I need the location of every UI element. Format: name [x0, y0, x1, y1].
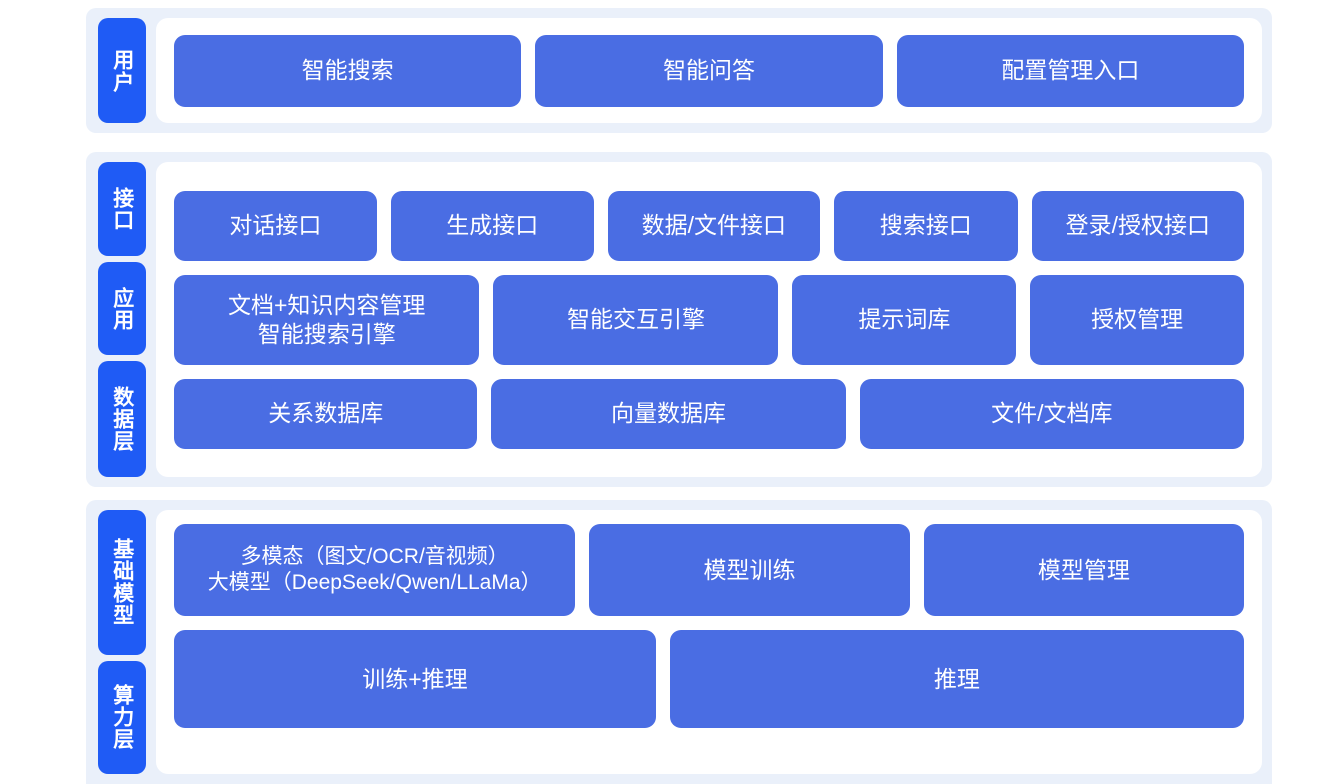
panel-platform: 对话接口 生成接口 数据/文件接口 搜索接口 登录/授权接口 文档+知识内容管理… [156, 162, 1262, 477]
box-relational-database[interactable]: 关系数据库 [174, 378, 478, 449]
box-login-auth-api[interactable]: 登录/授权接口 [1031, 190, 1244, 261]
tab-column-infrastructure: 基础模型 算力层 [98, 510, 146, 774]
box-data-file-api[interactable]: 数据/文件接口 [607, 190, 821, 261]
box-file-document-store[interactable]: 文件/文档库 [859, 378, 1244, 449]
box-vector-database[interactable]: 向量数据库 [491, 378, 846, 449]
layer-tab-compute[interactable]: 算力层 [98, 660, 146, 774]
box-generation-api[interactable]: 生成接口 [390, 190, 594, 261]
box-training-inference[interactable]: 训练+推理 [174, 630, 656, 728]
panel-user: 智能搜索 智能问答 配置管理入口 [156, 18, 1262, 123]
band-platform: 接口 应用 数据层 对话接口 生成接口 数据/文件接口 搜索接口 登录/授权接口… [86, 152, 1272, 487]
row-interface-layer: 对话接口 生成接口 数据/文件接口 搜索接口 登录/授权接口 [174, 190, 1244, 261]
box-authorization-management[interactable]: 授权管理 [1030, 274, 1244, 365]
box-search-api[interactable]: 搜索接口 [834, 190, 1018, 261]
band-infrastructure: 基础模型 算力层 多模态（图文/OCR/音视频） 大模型（DeepSeek/Qw… [86, 500, 1272, 784]
layer-tab-interface[interactable]: 接口 [98, 162, 146, 256]
box-inference[interactable]: 推理 [669, 630, 1244, 728]
box-document-knowledge-management[interactable]: 文档+知识内容管理 智能搜索引擎 [174, 274, 480, 365]
band-user: 用户 智能搜索 智能问答 配置管理入口 [86, 8, 1272, 133]
panel-infrastructure: 多模态（图文/OCR/音视频） 大模型（DeepSeek/Qwen/LLaMa）… [156, 510, 1262, 774]
box-intelligent-qa[interactable]: 智能问答 [535, 34, 883, 107]
row-model-layer: 多模态（图文/OCR/音视频） 大模型（DeepSeek/Qwen/LLaMa）… [174, 524, 1244, 616]
layer-tab-application[interactable]: 应用 [98, 261, 146, 356]
box-multimodal-foundation-model[interactable]: 多模态（图文/OCR/音视频） 大模型（DeepSeek/Qwen/LLaMa） [174, 524, 576, 616]
row-application-layer: 文档+知识内容管理 智能搜索引擎 智能交互引擎 提示词库 授权管理 [174, 274, 1244, 365]
layer-tab-user[interactable]: 用户 [98, 18, 146, 123]
box-intelligent-search[interactable]: 智能搜索 [174, 34, 522, 107]
tab-column-platform: 接口 应用 数据层 [98, 162, 146, 478]
box-dialog-api[interactable]: 对话接口 [174, 190, 377, 261]
row-compute-layer: 训练+推理 推理 [174, 630, 1244, 728]
row-user-entries: 智能搜索 智能问答 配置管理入口 [174, 34, 1244, 107]
layer-tab-foundation-model[interactable]: 基础模型 [98, 510, 146, 655]
box-model-training[interactable]: 模型训练 [589, 524, 910, 616]
box-config-management-entry[interactable]: 配置管理入口 [896, 34, 1244, 107]
box-prompt-library[interactable]: 提示词库 [792, 274, 1017, 365]
box-model-management[interactable]: 模型管理 [923, 524, 1244, 616]
box-interaction-engine[interactable]: 智能交互引擎 [493, 274, 779, 365]
tab-column-user: 用户 [98, 18, 146, 123]
layer-tab-data[interactable]: 数据层 [98, 361, 146, 478]
row-data-layer: 关系数据库 向量数据库 文件/文档库 [174, 378, 1244, 449]
